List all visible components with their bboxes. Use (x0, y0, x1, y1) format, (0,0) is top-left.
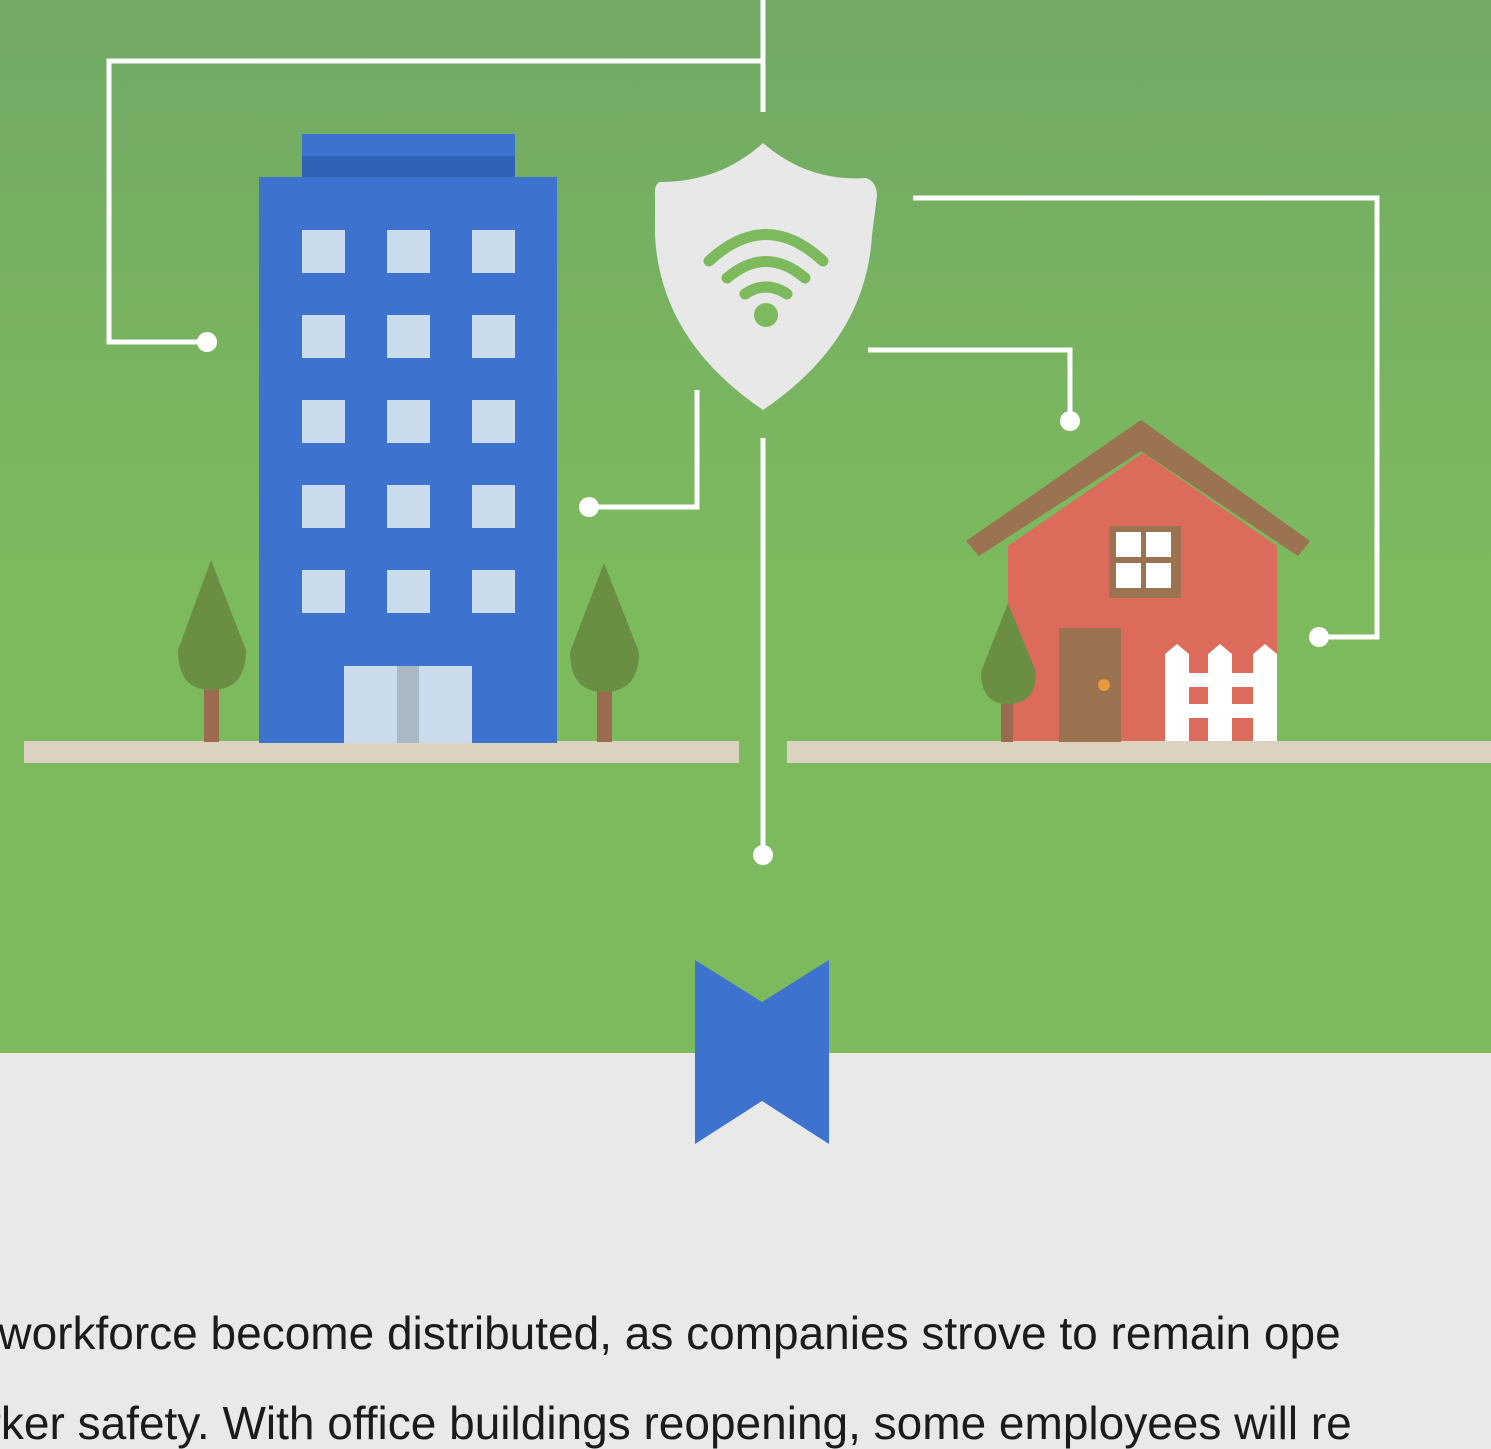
tree-icon (570, 563, 639, 742)
connector-dot (1309, 627, 1329, 647)
connector-shield-to-house-yard (913, 195, 1380, 640)
connector-dots (197, 332, 1329, 865)
shield-wifi-icon (654, 143, 877, 410)
connector-dot (197, 332, 217, 352)
office-windows (302, 230, 515, 613)
connector-dot (1060, 411, 1080, 431)
connector-lines (106, 0, 1380, 855)
connector-top-to-office (106, 0, 766, 345)
article-text-line-2: orker safety. With office buildings reop… (0, 1397, 1352, 1449)
hero-illustration (0, 0, 1491, 1053)
sidewalk-left (24, 741, 739, 763)
connector-shield-to-office (590, 390, 700, 510)
connector-shield-to-house (868, 347, 1073, 420)
house-icon (966, 420, 1310, 742)
connector-dot (579, 497, 599, 517)
tree-icon (178, 560, 246, 742)
tree-icon (981, 603, 1036, 742)
house-door (1059, 628, 1121, 742)
article-text-line-1: e workforce become distributed, as compa… (0, 1307, 1341, 1359)
sidewalk-right (787, 741, 1491, 763)
network-illustration (24, 0, 1491, 865)
office-building-icon (259, 134, 557, 743)
picket-fence (1165, 644, 1277, 741)
connector-dot (753, 845, 773, 865)
